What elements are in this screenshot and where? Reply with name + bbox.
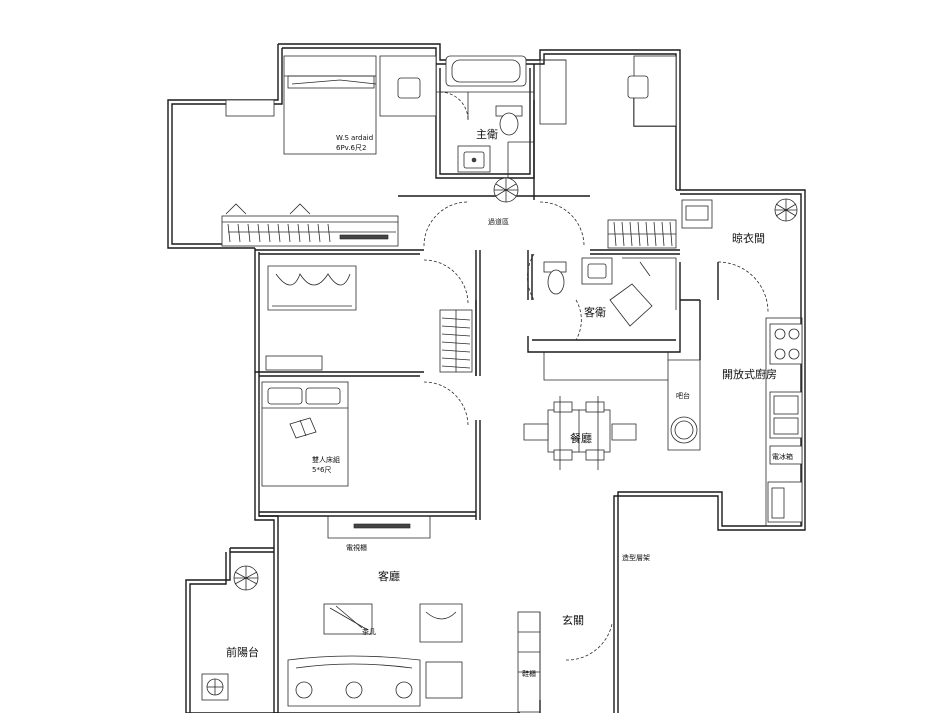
sofa bbox=[287, 655, 421, 707]
open-kitchen-label: 開放式廚房 bbox=[722, 367, 777, 381]
display-shelf-label: 造型層架 bbox=[622, 553, 650, 562]
plant-balcony bbox=[233, 565, 259, 591]
guest-bath-label: 客衛 bbox=[584, 305, 606, 319]
dining-set bbox=[523, 396, 637, 470]
living-room-label: 客廳 bbox=[378, 569, 400, 583]
entrance-label: 玄關 bbox=[562, 613, 584, 627]
bar-label: 吧台 bbox=[676, 391, 690, 400]
chair bbox=[397, 77, 421, 99]
double-bed-label-1: 雙人床組 bbox=[312, 455, 340, 464]
double-bed-label-2: 5*6尺 bbox=[312, 466, 331, 474]
fridge-label: 電冰箱 bbox=[772, 452, 793, 461]
tv bbox=[353, 523, 411, 529]
master-bed bbox=[283, 55, 377, 155]
plant-hallway bbox=[493, 177, 519, 203]
dining-label: 餐廳 bbox=[570, 431, 592, 445]
master-bath-label: 主衛 bbox=[476, 128, 498, 141]
right-wardrobe bbox=[607, 219, 677, 249]
armchair bbox=[419, 603, 463, 643]
furniture bbox=[201, 55, 803, 707]
fridge bbox=[769, 445, 803, 465]
double-bed bbox=[261, 381, 349, 487]
outer-walls bbox=[167, 43, 806, 713]
chair bbox=[627, 75, 649, 99]
front-balcony-label: 前陽台 bbox=[226, 645, 259, 659]
hallway-area-label: 過道區 bbox=[488, 217, 509, 226]
drying-room-label: 晾衣間 bbox=[732, 231, 765, 245]
bedroom2-wardrobe bbox=[439, 309, 473, 373]
bedroom2-sofa bbox=[267, 265, 357, 311]
stove bbox=[769, 323, 803, 365]
room-labels: W.S ardaid 6Pv.6尺2 主衛 過道區 晾衣間 客衛 開放式廚房 吧… bbox=[226, 128, 793, 678]
master-wardrobe bbox=[225, 203, 396, 243]
floor-drain bbox=[201, 673, 229, 701]
coffee-table-label: 茶几 bbox=[362, 627, 376, 636]
door-swings bbox=[423, 91, 769, 661]
coffee-table bbox=[323, 603, 373, 635]
tv-cabinet-label: 電視櫃 bbox=[346, 543, 367, 552]
shoe-cabinet-label: 鞋櫃 bbox=[522, 669, 536, 678]
shoe-cabinet bbox=[518, 631, 540, 673]
kitchen-sink bbox=[769, 391, 803, 439]
kitchen-appliance bbox=[767, 481, 803, 523]
plant-drying bbox=[774, 198, 798, 222]
master-bed-label-2: 6Pv.6尺2 bbox=[336, 144, 366, 152]
master-bed-label-1: W.S ardaid bbox=[336, 134, 373, 142]
